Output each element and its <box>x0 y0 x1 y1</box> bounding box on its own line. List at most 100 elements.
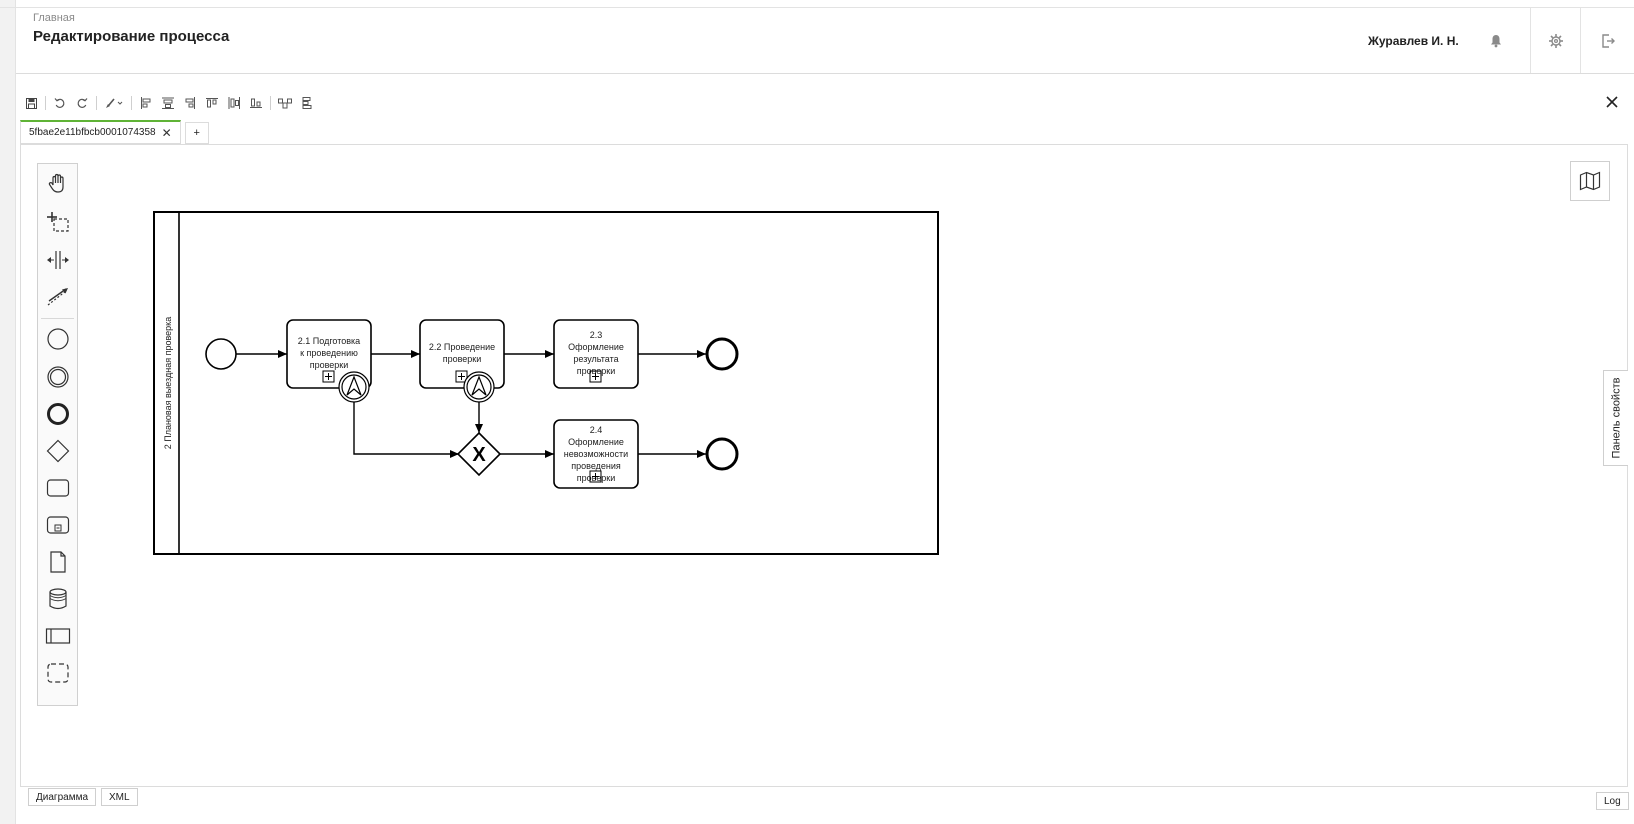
close-icon <box>1606 96 1618 108</box>
bell-icon <box>1491 34 1501 47</box>
task-label-line: проведения <box>571 461 621 471</box>
align-right-button[interactable] <box>179 93 201 113</box>
align-bottom-icon <box>250 98 262 108</box>
gear-icon <box>1548 33 1563 48</box>
expand-marker-icon[interactable] <box>322 370 335 383</box>
task-label-line: Оформление <box>568 437 624 447</box>
align-left-button[interactable] <box>135 93 157 113</box>
color-brush-button[interactable] <box>100 93 128 113</box>
escalation-boundary-event[interactable] <box>463 371 495 403</box>
expand-marker-icon[interactable] <box>589 470 602 483</box>
start-event[interactable] <box>205 338 237 370</box>
align-middle-button[interactable] <box>223 93 245 113</box>
space-tool-icon <box>46 251 69 269</box>
create-start-event[interactable] <box>38 321 77 357</box>
sequence-flow[interactable] <box>353 402 459 458</box>
tab-label: 5fbae2e11bfbcb0001074358 <box>29 127 156 138</box>
end-event[interactable] <box>705 337 739 371</box>
page-header: Главная Редактирование процесса Журавлев… <box>16 8 1634 74</box>
align-top-button[interactable] <box>201 93 223 113</box>
expand-marker-icon[interactable] <box>455 370 468 383</box>
toolbar-divider <box>131 96 132 110</box>
toolbar-divider <box>270 96 271 110</box>
subprocess-task[interactable]: 2.1 Подготовка к проведению проверки <box>286 319 372 389</box>
hand-tool[interactable] <box>38 166 77 202</box>
hand-tool-icon <box>48 173 64 193</box>
toolbar-divider <box>45 96 46 110</box>
exclusive-gateway[interactable]: X <box>456 431 502 477</box>
top-divider <box>0 7 1634 8</box>
save-icon <box>25 97 37 109</box>
view-switcher: Диаграмма XML <box>28 788 138 806</box>
distribute-vertical-button[interactable] <box>296 93 318 113</box>
create-pool[interactable] <box>38 618 77 654</box>
log-button[interactable]: Log <box>1596 792 1629 810</box>
page-title: Редактирование процесса <box>33 28 230 45</box>
gateway-symbol: X <box>472 444 486 466</box>
task-icon <box>46 479 69 497</box>
expand-marker-icon[interactable] <box>589 370 602 383</box>
map-icon <box>1579 171 1601 191</box>
task-label-line: 2.1 Подготовка <box>298 336 360 346</box>
align-bottom-button[interactable] <box>245 93 267 113</box>
add-tab-button[interactable]: + <box>184 122 209 144</box>
undo-button[interactable] <box>49 93 71 113</box>
align-top-icon <box>206 98 218 108</box>
palette-divider <box>41 318 74 319</box>
redo-icon <box>77 98 88 108</box>
tab-xml-view[interactable]: XML <box>101 788 138 806</box>
space-tool[interactable] <box>38 242 77 278</box>
task-label-line: проверки <box>443 354 482 364</box>
notifications-button[interactable] <box>1481 8 1511 73</box>
tab-diagram[interactable]: 5fbae2e11bfbcb0001074358 ✕ <box>20 120 181 144</box>
pool-label: 2 Плановая выездная проверка <box>163 317 173 450</box>
create-data-object[interactable] <box>38 544 77 580</box>
task-label-line: проверки <box>310 360 349 370</box>
save-button[interactable] <box>20 93 42 113</box>
redo-button[interactable] <box>71 93 93 113</box>
task-label-line: к проведению <box>300 348 358 358</box>
create-data-store[interactable] <box>38 581 77 617</box>
subprocess-task[interactable]: 2.2 Проведение проверки <box>419 319 505 389</box>
align-right-icon <box>185 97 195 109</box>
pool-icon <box>45 628 70 644</box>
data-object-icon <box>49 551 66 573</box>
create-end-event[interactable] <box>38 396 77 432</box>
create-intermediate-event[interactable] <box>38 359 77 395</box>
end-event-icon <box>46 403 69 425</box>
logout-icon <box>1601 33 1615 48</box>
undo-icon <box>54 98 65 108</box>
properties-panel-toggle[interactable]: Панель свойств <box>1603 370 1628 466</box>
distribute-vertical-icon <box>302 97 312 109</box>
create-task[interactable] <box>38 470 77 506</box>
left-sidebar-strip <box>0 0 16 824</box>
subprocess-icon <box>46 516 69 534</box>
breadcrumb[interactable]: Главная <box>33 12 75 24</box>
task-label-line: Оформление <box>568 342 624 352</box>
align-center-icon <box>162 97 174 109</box>
close-editor-button[interactable] <box>1600 91 1624 113</box>
subprocess-task[interactable]: 2.3 Оформление результата проверки <box>553 319 639 389</box>
create-gateway[interactable] <box>38 433 77 469</box>
minimap-toggle-button[interactable] <box>1570 161 1610 201</box>
tab-close-icon[interactable]: ✕ <box>161 125 172 140</box>
brush-icon <box>106 98 123 108</box>
distribute-horizontal-icon <box>278 98 292 109</box>
settings-button[interactable] <box>1530 8 1580 73</box>
create-subprocess[interactable] <box>38 507 77 543</box>
end-event[interactable] <box>705 437 739 471</box>
pool[interactable] <box>153 211 939 555</box>
create-group[interactable] <box>38 655 77 691</box>
distribute-horizontal-button[interactable] <box>274 93 296 113</box>
connect-tool[interactable] <box>38 279 77 315</box>
user-name[interactable]: Журавлев И. Н. <box>1368 34 1459 48</box>
escalation-boundary-event[interactable] <box>338 371 370 403</box>
align-center-button[interactable] <box>157 93 179 113</box>
sequence-flows <box>236 350 706 458</box>
subprocess-task[interactable]: 2.4 Оформление невозможности проведения … <box>553 419 639 489</box>
lasso-tool[interactable] <box>38 204 77 240</box>
group-icon <box>46 663 69 683</box>
logout-button[interactable] <box>1580 8 1634 73</box>
tab-diagram-view[interactable]: Диаграмма <box>28 788 97 806</box>
